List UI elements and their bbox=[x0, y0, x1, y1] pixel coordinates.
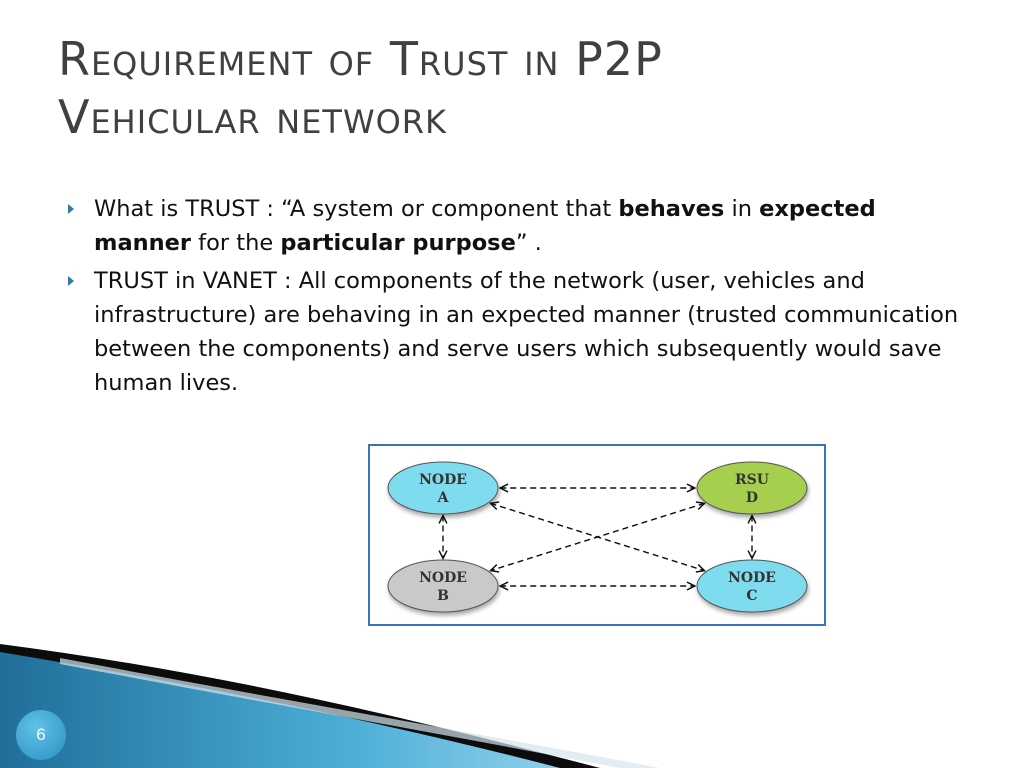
bullet-arrow-icon bbox=[68, 204, 74, 214]
rsu-d-node: RSU D bbox=[696, 461, 808, 515]
bullet-text: TRUST in VANET : All components of the n… bbox=[94, 268, 958, 396]
bold-term: expected manner bbox=[94, 196, 876, 256]
node-c-ellipse bbox=[696, 559, 808, 613]
footer-swoosh bbox=[0, 644, 660, 768]
node-b-ellipse bbox=[387, 559, 499, 613]
bullet-text-run: TRUST in VANET : All components of the n… bbox=[94, 268, 959, 396]
node-b-label-line1: NODE bbox=[419, 570, 467, 586]
bullet-list: What is TRUST : “A system or component t… bbox=[66, 192, 966, 404]
node-b-node: NODE B bbox=[387, 559, 499, 613]
title-line-2: Vehicular network bbox=[58, 90, 448, 144]
bold-term: particular purpose bbox=[280, 230, 516, 256]
title-line-1: Requirement of Trust in P2P bbox=[58, 32, 663, 86]
diagram-canvas: NODE A RSU D NODE B NODE C bbox=[387, 461, 808, 613]
rsu-d-ellipse bbox=[696, 461, 808, 515]
node-c-label-line1: NODE bbox=[728, 570, 776, 586]
trust-network-diagram: NODE A RSU D NODE B NODE C bbox=[368, 444, 826, 626]
bullet-text-run: What is TRUST : “A system or component t… bbox=[94, 196, 619, 222]
rsu-d-label-line2: D bbox=[746, 490, 758, 506]
edges-layer bbox=[443, 488, 752, 586]
bullet-item-2: TRUST in VANET : All components of the n… bbox=[66, 264, 966, 400]
node-a-label-line1: NODE bbox=[419, 472, 467, 488]
node-c-label-line2: C bbox=[746, 588, 757, 604]
node-c-node: NODE C bbox=[696, 559, 808, 613]
edge-rsu-d-node-b bbox=[491, 503, 705, 570]
nodes-layer: NODE A RSU D NODE B NODE C bbox=[387, 461, 808, 613]
bold-term: behaves bbox=[618, 196, 725, 222]
page-number: 6 bbox=[16, 710, 66, 760]
bullet-text: What is TRUST : “A system or component t… bbox=[94, 196, 876, 256]
node-a-label-line2: A bbox=[437, 490, 450, 506]
bullet-arrow-icon bbox=[68, 276, 74, 286]
bullet-item-1: What is TRUST : “A system or component t… bbox=[66, 192, 966, 260]
slide-title: Requirement of Trust in P2P Vehicular ne… bbox=[58, 30, 978, 146]
bullet-text-run: for the bbox=[191, 230, 281, 256]
bullet-text-run: ” . bbox=[515, 230, 542, 256]
node-b-label-line2: B bbox=[437, 588, 449, 604]
node-a-node: NODE A bbox=[387, 461, 499, 515]
node-a-ellipse bbox=[387, 461, 499, 515]
bullet-text-run: in bbox=[724, 196, 760, 222]
rsu-d-label-line1: RSU bbox=[735, 472, 769, 488]
